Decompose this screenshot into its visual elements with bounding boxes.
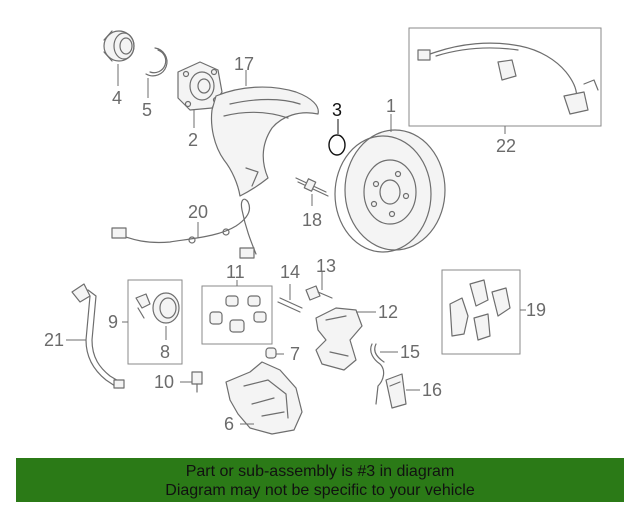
callout-17[interactable]: 17 <box>234 54 254 74</box>
part-11-pin-kit[interactable] <box>209 295 267 333</box>
part-5-snap-ring[interactable] <box>145 47 168 77</box>
callout-15[interactable]: 15 <box>400 342 420 362</box>
callout-7[interactable]: 7 <box>290 344 300 364</box>
callout-3[interactable]: 3 <box>332 100 342 120</box>
part-3-o-ring[interactable] <box>328 134 346 156</box>
part-21-brake-hose[interactable] <box>71 283 125 389</box>
part-14-guide-pin[interactable] <box>277 297 303 313</box>
callout-14[interactable]: 14 <box>280 262 300 282</box>
part-17-dust-shield[interactable] <box>210 86 319 197</box>
part-6-brake-caliper[interactable] <box>225 361 303 435</box>
part-2-wheel-hub[interactable] <box>177 61 223 111</box>
callout-19[interactable]: 19 <box>526 300 546 320</box>
callout-5[interactable]: 5 <box>142 100 152 120</box>
part-22-wheel-speed-sensor[interactable] <box>417 42 599 115</box>
part-16-pad-shim[interactable] <box>385 373 407 409</box>
callout-22[interactable]: 22 <box>496 136 516 156</box>
info-banner: Part or sub-assembly is #3 in diagram Di… <box>16 458 624 502</box>
part-18-bolt[interactable] <box>295 177 329 197</box>
callout-12[interactable]: 12 <box>378 302 398 322</box>
callout-4[interactable]: 4 <box>112 88 122 108</box>
callout-18[interactable]: 18 <box>302 210 322 230</box>
part-20-sensor-harness[interactable] <box>111 198 257 259</box>
part-15-anti-rattle-clip[interactable] <box>370 343 385 405</box>
callout-2[interactable]: 2 <box>188 130 198 150</box>
callout-13[interactable]: 13 <box>316 256 336 276</box>
part-12-caliper-bracket[interactable] <box>315 307 363 371</box>
part-10-sensor-bolt[interactable] <box>191 371 203 393</box>
callout-1[interactable]: 1 <box>386 96 396 116</box>
callout-10[interactable]: 10 <box>154 372 174 392</box>
banner-line-1: Part or sub-assembly is #3 in diagram <box>185 463 455 480</box>
callout-6[interactable]: 6 <box>224 414 234 434</box>
callout-9[interactable]: 9 <box>108 312 118 332</box>
callout-8[interactable]: 8 <box>160 342 170 362</box>
part-1-brake-rotor[interactable] <box>334 129 446 253</box>
callout-21[interactable]: 21 <box>44 330 64 350</box>
callout-11[interactable]: 11 <box>226 262 245 282</box>
part-7-bleeder-screw[interactable] <box>265 347 277 359</box>
part-4-wheel-bearing[interactable] <box>103 30 135 62</box>
callout-16[interactable]: 16 <box>422 380 442 400</box>
part-13-caliper-bolt[interactable] <box>305 285 333 301</box>
callout-20[interactable]: 20 <box>188 202 208 222</box>
banner-line-2: Diagram may not be specific to your vehi… <box>165 482 475 499</box>
part-8-bleeder-cap[interactable] <box>135 292 180 324</box>
part-19-brake-pads[interactable] <box>449 279 511 341</box>
